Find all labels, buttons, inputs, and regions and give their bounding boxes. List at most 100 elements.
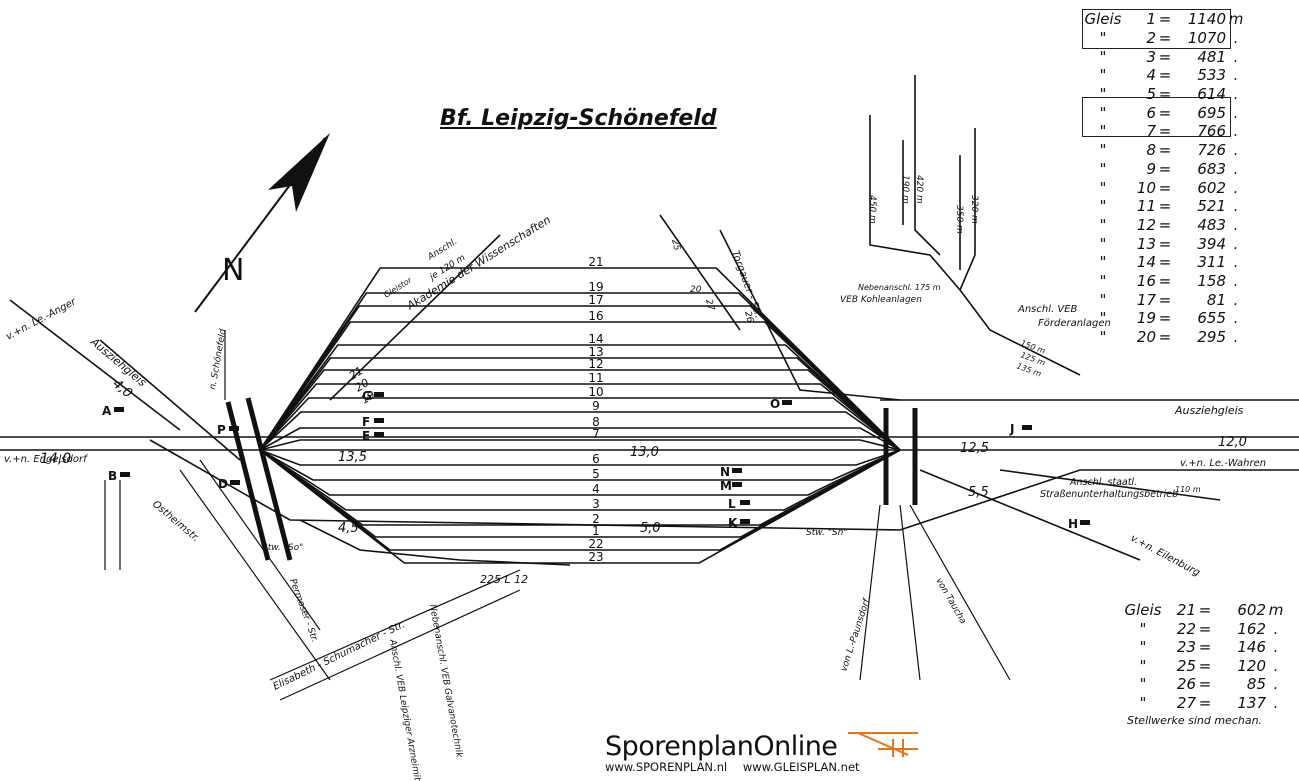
track-number-9: 9 — [592, 399, 600, 413]
street-line — [269, 569, 521, 681]
track-number: 25 — [1176, 656, 1196, 675]
street-line — [199, 459, 321, 631]
equals: = — [1158, 10, 1172, 29]
signal-J: J — [1009, 422, 1014, 436]
unit: m — [1228, 10, 1244, 29]
track-length-row: "16=158. — [1080, 272, 1246, 291]
track-number: 10 — [1136, 178, 1156, 197]
highlight-box-tracks-1-2 — [1082, 9, 1231, 49]
signal-mark-icon — [732, 482, 742, 487]
km-12-5: 12,5 — [960, 441, 989, 456]
sporenplan-logo[interactable]: SporenplanOnline www.SPORENPLAN.nl www.G… — [605, 725, 918, 774]
track-length-row: "7=766. — [1080, 122, 1246, 141]
label-gleis: " — [1139, 619, 1147, 638]
equals: = — [1158, 309, 1172, 328]
label-nebenanschl: Nebenanschl. 175 m — [858, 283, 941, 292]
unit: . — [1233, 197, 1239, 216]
unit: . — [1273, 619, 1279, 638]
label-gleis: " — [1099, 159, 1107, 178]
siding-420 — [914, 75, 941, 256]
label-engelsdorf: v.+n. Engelsdorf — [4, 454, 88, 465]
street-line — [279, 589, 521, 701]
track-length-row: "20=295. — [1080, 328, 1246, 347]
track-length-row: "2=1070. — [1080, 29, 1246, 48]
yard-track-6 — [259, 449, 901, 466]
km-12-0: 12,0 — [1218, 435, 1247, 450]
unit: . — [1233, 271, 1239, 290]
track-number: 23 — [1176, 638, 1196, 657]
signal-mark-icon — [114, 407, 124, 412]
unit: . — [1233, 309, 1239, 328]
track-number: 4 — [1146, 66, 1156, 85]
equals: = — [1198, 693, 1212, 712]
track-number-17: 17 — [588, 293, 603, 307]
track-length: 602 — [1197, 178, 1226, 197]
track-number: 12 — [1136, 215, 1156, 234]
unit: m — [1268, 601, 1284, 620]
km-5-5: 5,5 — [968, 485, 989, 500]
signal-P: P — [217, 423, 226, 437]
track-length: 1070 — [1187, 29, 1226, 48]
track-number-6: 6 — [592, 452, 600, 466]
track-length: 766 — [1197, 122, 1226, 141]
km-5-0: 5,0 — [640, 521, 661, 536]
equals: = — [1158, 66, 1172, 85]
unit: . — [1233, 159, 1239, 178]
yard-track-4 — [259, 449, 901, 496]
track-number-5: 5 — [592, 467, 600, 481]
bridge-right — [883, 408, 918, 505]
track-number-10: 10 — [588, 385, 603, 399]
yard-track-11 — [259, 383, 901, 451]
label-stw-so: Stw. "So" — [262, 543, 303, 553]
label-19-left: 19 — [359, 388, 378, 406]
unit: . — [1233, 103, 1239, 122]
label-25: 25 — [669, 238, 682, 252]
line-le-anger — [9, 299, 181, 431]
track-number: 14 — [1136, 253, 1156, 272]
label-350m: 350 m — [954, 205, 964, 234]
yard-track-3 — [259, 449, 901, 511]
street-line — [909, 504, 1011, 681]
label-taucha: von Taucha — [933, 577, 967, 626]
track-length-row: "14=311. — [1080, 253, 1246, 272]
equals: = — [1198, 619, 1212, 638]
yard-track-9 — [259, 411, 901, 451]
track-number: 7 — [1146, 122, 1156, 141]
track-number: 13 — [1136, 234, 1156, 253]
track-length-row: "19=655. — [1080, 309, 1246, 328]
track-length: 158 — [1197, 271, 1226, 290]
equals: = — [1158, 271, 1172, 290]
label-27: 27 — [703, 298, 716, 312]
track-number-2: 2 — [592, 512, 600, 526]
label-schumacher-str: Elisabeth - Schumacher - Str. — [271, 619, 406, 692]
label-320m: 320 m — [969, 195, 979, 224]
track-length: 311 — [1197, 253, 1226, 272]
siding-320 — [959, 128, 976, 291]
track-number-22: 22 — [588, 537, 603, 551]
equals: = — [1158, 103, 1172, 122]
track-length: 533 — [1197, 66, 1226, 85]
label-gleis: " — [1099, 66, 1107, 85]
track-length: 614 — [1197, 85, 1226, 104]
yard-track-7 — [259, 439, 901, 451]
track-length-row: "4=533. — [1080, 66, 1246, 85]
track-length-row: "25=120. — [1120, 657, 1286, 676]
track-number-12: 12 — [588, 357, 603, 371]
label-gleis: " — [1099, 309, 1107, 328]
track-number-3: 3 — [592, 497, 600, 511]
siding-akademie — [329, 234, 501, 401]
signal-F: F — [362, 415, 370, 429]
signal-E: E — [362, 429, 370, 443]
equals: = — [1158, 290, 1172, 309]
yard-track-12 — [259, 369, 901, 451]
logo-url-1[interactable]: www.SPORENPLAN.nl — [605, 760, 728, 774]
km-4-5: 4,5 — [338, 521, 359, 536]
logo-url-2[interactable]: www.GLEISPLAN.net — [742, 760, 860, 774]
track-length-row: "27=137. — [1120, 694, 1286, 713]
track-number: 19 — [1136, 309, 1156, 328]
yard-track-8 — [259, 427, 901, 451]
track-number: 22 — [1176, 619, 1196, 638]
siding-25 — [659, 214, 741, 331]
label-foerder-1: Anschl. VEB — [1017, 304, 1078, 315]
